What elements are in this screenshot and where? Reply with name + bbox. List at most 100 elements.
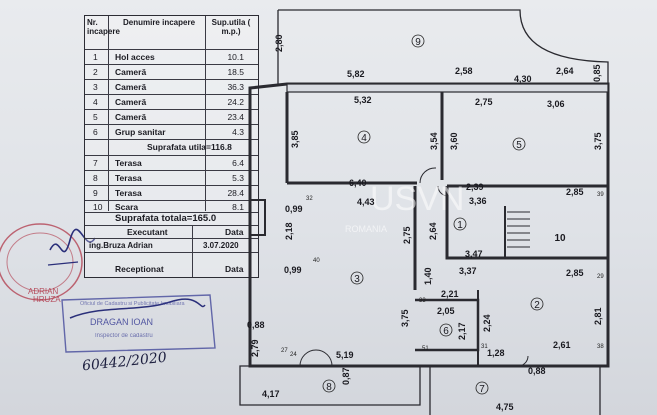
row-6-name: Grup sanitar <box>115 127 166 137</box>
marker-40: 40 <box>313 258 320 264</box>
row-2-name: Cameră <box>115 67 147 77</box>
room-number-5: 5 <box>516 140 522 151</box>
header-name: Denumire incapere <box>122 18 196 27</box>
dim-0-99-bottom: 0,99 <box>284 265 302 275</box>
room-number-1: 1 <box>457 220 463 231</box>
row-3-area: 36.3 <box>227 82 244 92</box>
dim-6-40: 6,40 <box>349 178 367 188</box>
dim-2-21: 2,21 <box>441 289 459 299</box>
executant-name: ing.Bruza Adrian <box>89 241 153 250</box>
dim-0-85: 0,85 <box>592 64 602 82</box>
svg-text:Oficiul de Cadastru si Publici: Oficiul de Cadastru si Publicitate Imobi… <box>80 301 185 307</box>
dim-4-30: 4,30 <box>514 74 532 84</box>
row-7-area: 6.4 <box>232 158 244 168</box>
marker-32: 32 <box>306 196 313 202</box>
row-2-area: 18.5 <box>227 67 244 77</box>
row-10-nr: 10 <box>93 202 103 212</box>
row-1-nr: 1 <box>93 52 98 62</box>
row-4-area: 24.2 <box>227 97 244 107</box>
dim-1-28: 1,28 <box>487 348 505 358</box>
room-number-10: 10 <box>554 233 566 244</box>
dim-5-82: 5,82 <box>347 69 365 79</box>
useful-total: Suprafata utila=116.8 <box>147 142 232 152</box>
row-8-name: Terasa <box>115 173 142 183</box>
dim-1-40: 1,40 <box>423 267 433 285</box>
wall-hall <box>445 186 608 260</box>
svg-text:DRAGAN IOAN: DRAGAN IOAN <box>90 317 153 327</box>
dim-2-17: 2,17 <box>457 322 467 340</box>
row-8-area: 5.3 <box>232 173 244 183</box>
svg-text:ADRIAN: ADRIAN <box>28 287 58 296</box>
dim-3-75: 3,75 <box>593 132 603 150</box>
receptionat-label: Receptionat <box>115 264 164 274</box>
dim-5-19: 5,19 <box>336 350 354 360</box>
dim-3-75-side: 3,75 <box>400 309 410 327</box>
receptionat-date: Data <box>225 264 244 274</box>
dim-2-39: 2,39 <box>466 182 484 192</box>
grand-total: Suprafata totala=165.0 <box>115 213 217 224</box>
dim-2-64-side: 2,64 <box>428 222 438 240</box>
row-3-name: Cameră <box>115 82 147 92</box>
marker-24: 24 <box>290 352 297 358</box>
marker-31: 31 <box>481 344 488 350</box>
dim-2-85-mid: 2,85 <box>566 187 584 197</box>
room-number-2: 2 <box>534 300 540 311</box>
row-1-name: Hol acces <box>115 52 155 62</box>
marker-27: 27 <box>281 348 288 354</box>
terrace-9-outline <box>277 9 609 84</box>
executant-label: Executant <box>127 227 168 237</box>
dim-0-87: 0,87 <box>341 367 351 385</box>
dim-3-47: 3,47 <box>465 249 483 259</box>
row-10-name: Scara <box>115 202 139 212</box>
dim-2-64: 2,64 <box>556 66 574 76</box>
svg-text:Inspector de cadastru: Inspector de cadastru <box>95 333 153 339</box>
dim-0-88-left: 0,88 <box>247 320 265 330</box>
row-6-area: 4.3 <box>232 127 244 137</box>
marker-33: 33 <box>419 298 426 304</box>
executant-date-label: Data <box>225 227 244 237</box>
row-4-name: Cameră <box>115 97 147 107</box>
dim-2-05: 2,05 <box>437 306 455 316</box>
dim-3-85: 3,85 <box>290 130 300 148</box>
doors <box>299 167 529 367</box>
room-number-4: 4 <box>361 133 367 144</box>
dim-3-54: 3,54 <box>429 132 439 150</box>
wall-horizontal-mid <box>287 181 608 188</box>
dim-3-60: 3,60 <box>449 132 459 150</box>
dim-2-75-top: 2,75 <box>475 97 493 107</box>
dim-2-81: 2,81 <box>593 307 603 325</box>
rooms-table: Nr. incapere Denumire incapere Sup.utila… <box>84 15 259 278</box>
dimensions: 2,80 5,82 2,58 4,30 2,64 0,85 5,32 2,75 … <box>247 34 603 412</box>
row-4-nr: 4 <box>93 97 98 107</box>
dim-4-75: 4,75 <box>496 402 514 412</box>
room-number-7: 7 <box>479 384 485 395</box>
dim-5-32: 5,32 <box>354 95 372 105</box>
room-number-3: 3 <box>354 274 360 285</box>
signature <box>47 228 96 266</box>
dim-2-61: 2,61 <box>553 340 571 350</box>
dim-2-18: 2,18 <box>284 222 294 240</box>
header-area: Sup.utila ( m.p.) <box>211 18 251 36</box>
left-notch <box>250 199 266 236</box>
row-9-name: Terasa <box>115 188 142 198</box>
marker-38: 38 <box>597 344 604 350</box>
row-10-area: 8.1 <box>232 202 244 212</box>
room-number-8: 8 <box>326 382 332 393</box>
row-7-name: Terasa <box>115 158 142 168</box>
dim-2-58: 2,58 <box>455 66 473 76</box>
dim-0-88-right: 0,88 <box>528 366 546 376</box>
rect-stamp: DRAGAN IOAN Inspector de cadastru Oficiu… <box>61 294 216 353</box>
dim-2-75-side: 2,75 <box>402 226 412 244</box>
svg-text:HRUZA: HRUZA <box>33 295 61 304</box>
marker-51: 51 <box>422 346 429 352</box>
header-nr: Nr. incapere <box>87 18 120 36</box>
dim-3-36: 3,36 <box>469 196 487 206</box>
row-9-nr: 9 <box>93 188 98 198</box>
row-8-nr: 8 <box>93 173 98 183</box>
row-9-area: 28.4 <box>227 188 244 198</box>
row-3-nr: 3 <box>93 82 98 92</box>
row-1-area: 10.1 <box>227 52 244 62</box>
